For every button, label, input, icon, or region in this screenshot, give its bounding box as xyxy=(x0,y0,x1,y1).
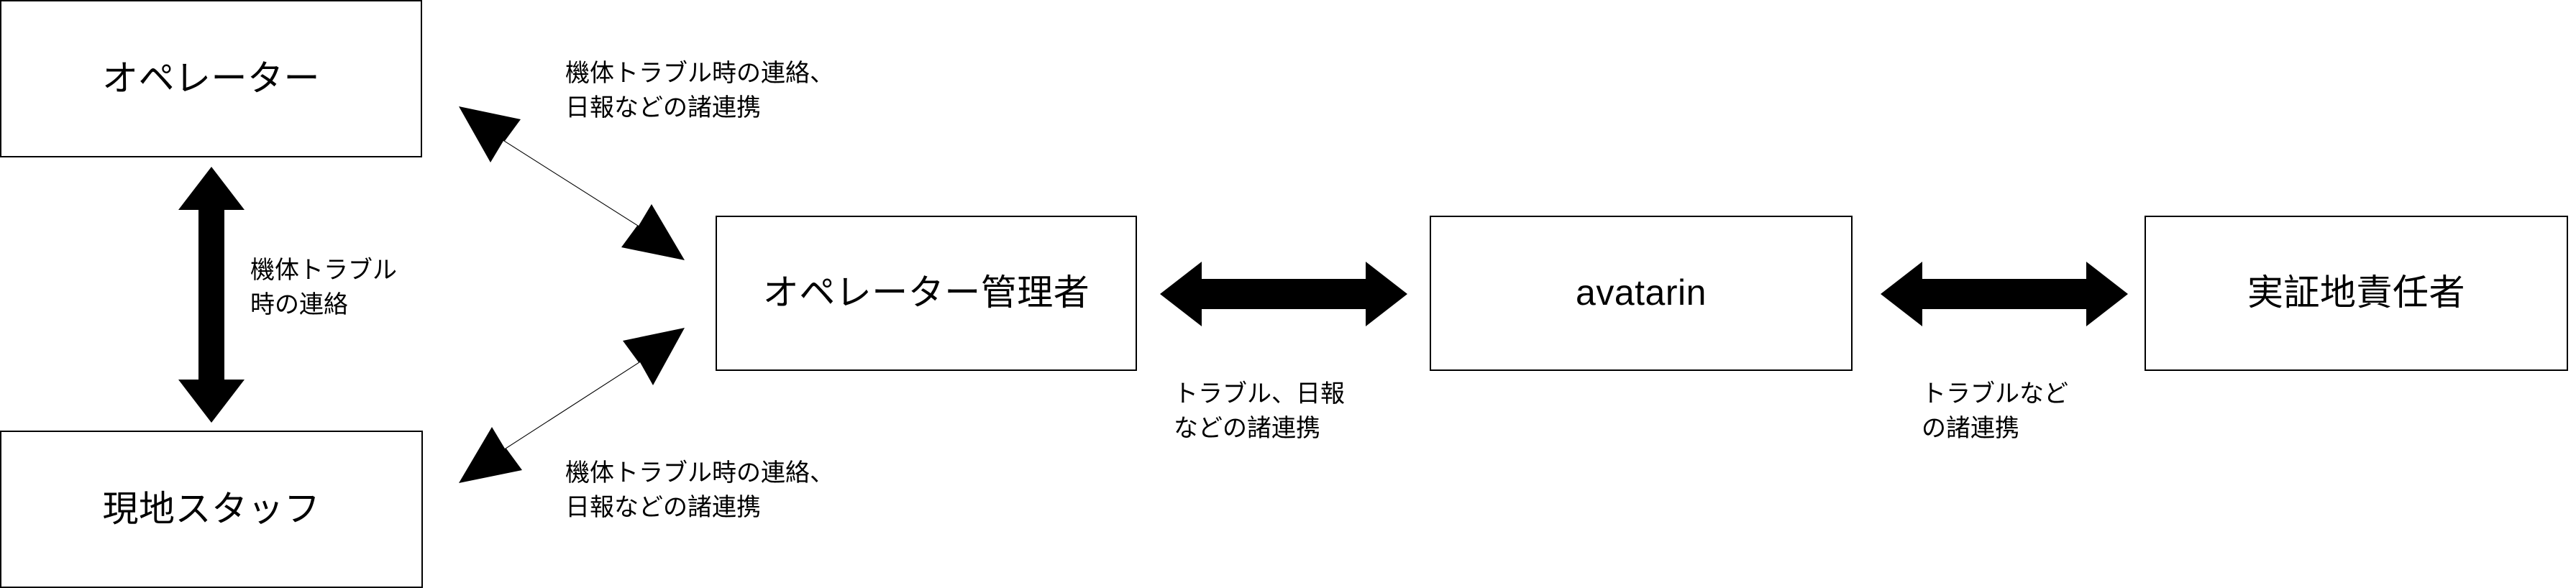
arrow-operator-field-staff xyxy=(178,167,245,423)
node-operator-manager-label: オペレーター管理者 xyxy=(762,272,1090,313)
double-arrow-vertical-icon xyxy=(178,167,245,423)
double-arrow-horizontal-icon xyxy=(1160,262,1407,326)
double-arrow-horizontal-icon xyxy=(1881,262,2128,326)
node-operator[interactable]: オペレーター xyxy=(0,0,422,157)
arrow-operator-operator-manager xyxy=(459,106,685,260)
edge-label-operator-manager-avatarin: トラブル、日報 などの諸連携 xyxy=(1174,380,1345,443)
edge-label-field-staff-operator-manager: 機体トラブル時の連絡、 日報などの諸連携 xyxy=(565,459,834,522)
arrow-field-staff-operator-manager xyxy=(459,328,685,483)
double-arrow-diagonal-up-icon xyxy=(459,328,685,483)
edge-label-avatarin-site-manager: トラブルなど の諸連携 xyxy=(1922,380,2068,443)
arrow-avatarin-site-manager xyxy=(1881,262,2128,326)
node-site-manager-label: 実証地責任者 xyxy=(2247,272,2465,313)
node-operator-manager[interactable]: オペレーター管理者 xyxy=(716,216,1137,371)
node-operator-label: オペレーター xyxy=(102,58,320,98)
node-field-staff-label: 現地スタッフ xyxy=(102,488,321,529)
arrow-operator-manager-avatarin xyxy=(1160,262,1407,326)
node-field-staff[interactable]: 現地スタッフ xyxy=(0,431,423,588)
node-avatarin[interactable]: avatarin xyxy=(1430,216,1853,371)
edge-label-operator-field-staff: 機体トラブル 時の連絡 xyxy=(250,257,397,319)
node-avatarin-label: avatarin xyxy=(1576,272,1707,313)
node-site-manager[interactable]: 実証地責任者 xyxy=(2145,216,2568,371)
double-arrow-diagonal-down-icon xyxy=(459,106,685,260)
edge-label-operator-operator-manager: 機体トラブル時の連絡、 日報などの諸連携 xyxy=(565,60,834,122)
